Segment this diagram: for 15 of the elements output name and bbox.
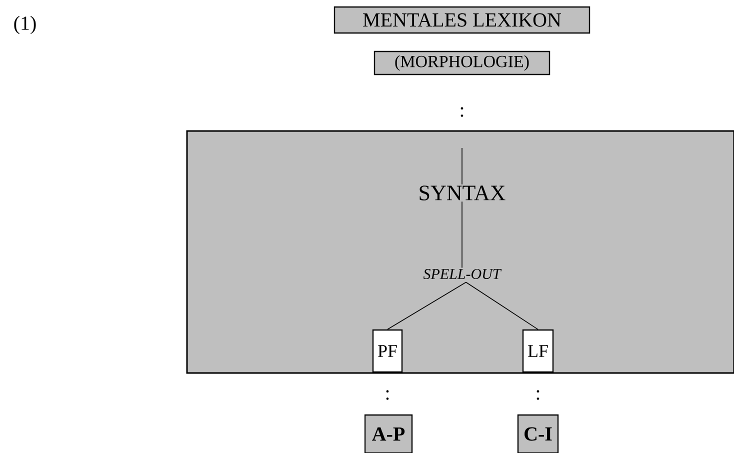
callout-number: (1) [14,16,36,34]
tree-line [387,282,466,330]
dotted-connector: : [536,390,540,400]
term-box: (MORPHOLOGIE) [374,50,550,76]
level-box: LF [522,329,554,373]
module-panel [186,130,734,374]
module-label: SPELL-OUT [423,268,502,280]
dotted-connector: : [460,107,464,117]
level-box: PF [372,329,403,373]
tree-line [466,282,538,330]
interface-box: C-I [517,414,559,453]
module-label: SYNTAX [420,186,506,200]
dotted-connector: : [386,390,389,400]
interface-box: A-P [364,414,413,453]
term-box: MENTALES LEXIKON [334,6,590,34]
